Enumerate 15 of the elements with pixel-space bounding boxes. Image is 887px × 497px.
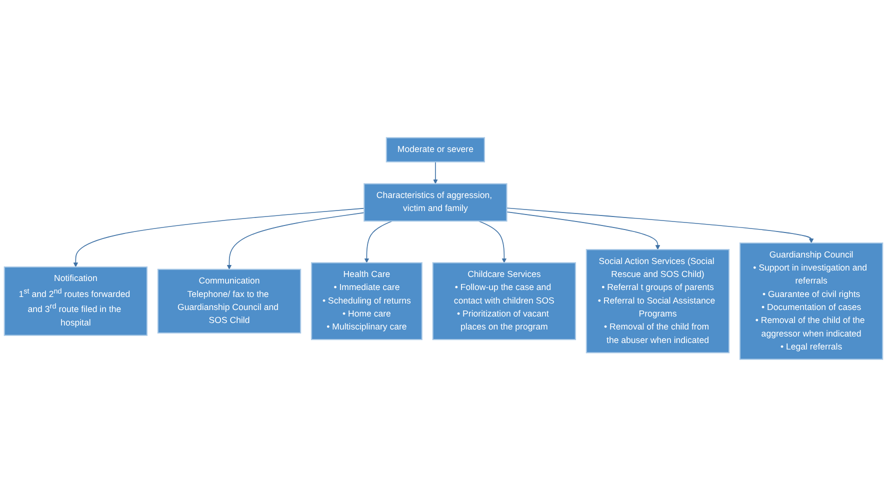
node-box: Notification 1$^{st}$ and 2$^{nd}$ routes forwarded and 3$^{rd}$ route filed in the hospital xyxy=(4,266,148,336)
arrow xyxy=(478,220,507,263)
node-box: Characteristics of aggression, victim and family xyxy=(364,183,508,222)
node-box: Social Action Services (Social Rescue and SOS Child) • Referral t groups of parents • Referral to Social Assistance Programs • Removal of the child from the abuser when indicated xyxy=(586,249,730,354)
node-box: Guardianship Council • Support in investigation and referrals • Guarantee of civil rights • Documentation of cases • Removal of the child of the aggressor when indicated • Legal referrals xyxy=(739,242,884,360)
arrow xyxy=(433,161,438,184)
node-box: Childcare Services • Follow-up the case and contact with children SOS • Prioritization of vacant places on the program xyxy=(432,262,576,340)
arrow xyxy=(364,220,393,263)
node-box: Health Care • Immediate care • Scheduling of returns • Home care • Multisciplinary care xyxy=(310,262,422,340)
arrow xyxy=(506,208,814,244)
arrow xyxy=(73,208,365,268)
node-box: Moderate or severe xyxy=(386,137,485,162)
node-box: Communication Telephone/ fax to the Guardianship Council and SOS Child xyxy=(157,268,302,334)
arrow xyxy=(226,212,365,270)
arrow xyxy=(506,212,660,250)
